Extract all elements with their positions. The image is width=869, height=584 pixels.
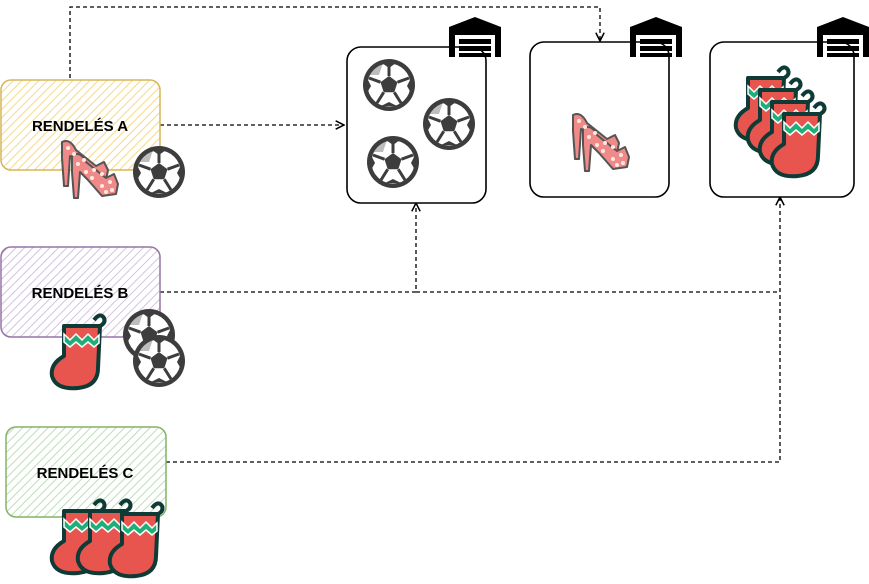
warehouse-1[interactable] — [346, 17, 501, 204]
warehouse-2[interactable] — [529, 17, 682, 198]
order-b[interactable]: RENDELÉS B — [0, 246, 187, 391]
order-a-label: RENDELÉS A — [32, 118, 128, 135]
connector-order-a-to-warehouse-2[interactable] — [69, 6, 600, 78]
soccer-ball-icon — [361, 57, 417, 113]
order-a[interactable]: RENDELÉS A — [0, 79, 187, 200]
soccer-ball-icon — [421, 96, 477, 152]
order-c-label: RENDELÉS C — [37, 465, 134, 482]
order-c[interactable]: RENDELÉS C — [5, 426, 167, 579]
connectors — [69, 6, 781, 463]
order-b-label: RENDELÉS B — [32, 285, 129, 302]
soccer-ball-icon — [365, 134, 421, 190]
soccer-ball-icon — [131, 144, 187, 200]
warehouse-3[interactable] — [709, 17, 869, 198]
connector-order-c-to-warehouse-3[interactable] — [166, 292, 781, 463]
warehouse-2-box[interactable] — [529, 41, 670, 198]
connector-order-b-to-warehouse-3[interactable] — [416, 197, 780, 293]
connector-order-b-to-warehouse-1[interactable] — [160, 203, 416, 293]
soccer-ball-icon — [131, 333, 187, 389]
